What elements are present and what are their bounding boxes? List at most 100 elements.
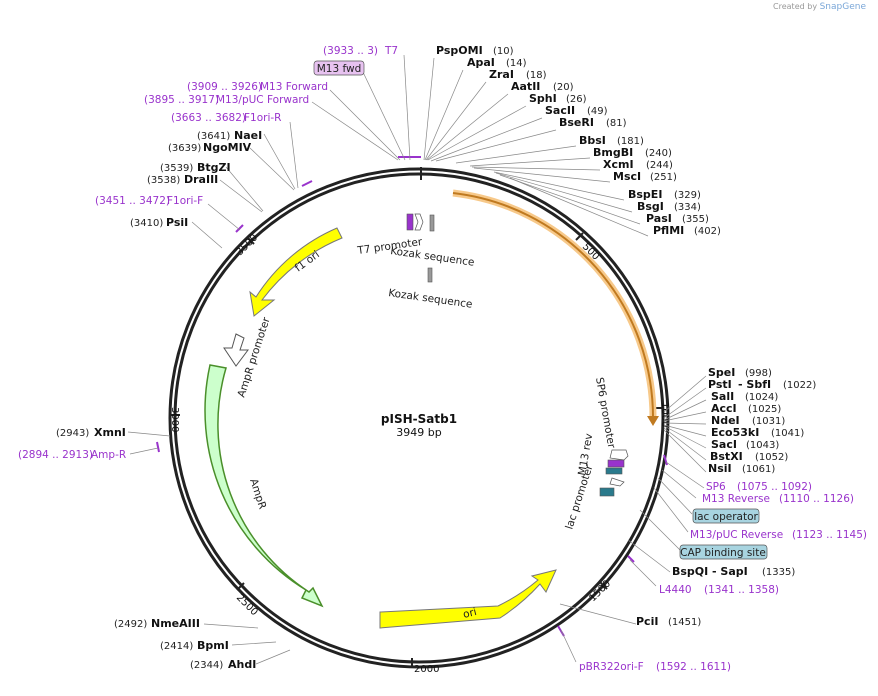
plasmid-name: pISH-Satb1 xyxy=(381,412,457,426)
enzyme-bseri[interactable]: BseRI xyxy=(559,116,594,129)
t7-primer-label[interactable]: T7 xyxy=(384,45,398,57)
f1ori-f-primer-label[interactable]: F1ori-F xyxy=(167,195,203,207)
tick-label-2500: 2500 xyxy=(234,592,260,618)
ampr-feature[interactable] xyxy=(204,364,324,608)
primer-mark-l4440 xyxy=(627,555,635,563)
tick-1500 xyxy=(599,581,608,590)
tick-label-1000: 1000 xyxy=(659,402,670,427)
enzyme-naei-pos: (3641) xyxy=(197,131,230,142)
ampr-promoter-feature[interactable] xyxy=(223,333,249,367)
enzyme-ngomiv-pos: (3639) xyxy=(168,143,201,154)
enzyme-aatii[interactable]: AatII xyxy=(511,80,540,93)
enzyme-bspei-pos: (329) xyxy=(674,190,701,201)
enzyme-aatii-pos: (20) xyxy=(553,82,574,93)
enzyme-psti[interactable]: PstI xyxy=(708,378,732,391)
enzyme-draiii-pos: (3538) xyxy=(147,175,180,186)
enzyme-bspqi-sapi[interactable]: - SapI xyxy=(712,565,748,578)
ampr-label: AmpR xyxy=(247,477,268,511)
m13-puc-forward-label[interactable]: M13/pUC Forward xyxy=(216,94,309,106)
enzyme-saci[interactable]: SacI xyxy=(711,438,737,451)
enzyme-nsii[interactable]: NsiI xyxy=(708,462,732,475)
kozak-block-2[interactable] xyxy=(427,267,433,283)
enzyme-psti-sbfi[interactable]: - SbfI xyxy=(738,378,771,391)
sp6-promoter-label: SP6 promoter xyxy=(593,376,617,449)
enzyme-draiii[interactable]: DraIII xyxy=(184,173,218,186)
f1ori-r-range: (3663 .. 3682) xyxy=(171,112,246,124)
enzyme-pspomi[interactable]: PspOMI xyxy=(436,44,483,57)
enzyme-ahdi[interactable]: AhdI xyxy=(228,658,256,671)
enzyme-ngomiv[interactable]: NgoMIV xyxy=(203,141,252,154)
enzyme-ndei[interactable]: NdeI xyxy=(711,414,740,427)
enzyme-bsgi[interactable]: BsgI xyxy=(637,200,664,213)
enzyme-btgzi[interactable]: BtgZI xyxy=(197,161,231,174)
primer-mark-f1ori-f xyxy=(235,224,244,233)
enzyme-bmgbi[interactable]: BmgBI xyxy=(593,146,633,159)
enzyme-bbsi[interactable]: BbsI xyxy=(579,134,606,147)
enzyme-xcmi[interactable]: XcmI xyxy=(603,158,634,171)
amp-r-range: (2894 .. 2913) xyxy=(18,449,93,461)
enzyme-pspomi-pos: (10) xyxy=(493,46,514,57)
enzyme-bstxi-pos: (1052) xyxy=(755,452,788,463)
enzyme-bspei[interactable]: BspEI xyxy=(628,188,662,201)
m13-puc-reverse-range: (1123 .. 1145) xyxy=(792,529,867,541)
f1ori-f-range: (3451 .. 3472) xyxy=(95,195,170,207)
cap-site-box[interactable] xyxy=(679,544,768,560)
enzyme-zrai-pos: (18) xyxy=(526,70,547,81)
ori-feature[interactable] xyxy=(379,569,557,629)
tick-label-2000: 2000 xyxy=(414,664,439,675)
enzyme-bmgbi-pos: (240) xyxy=(645,148,672,159)
enzyme-sphi-pos: (26) xyxy=(566,94,587,105)
enzyme-bstxi[interactable]: BstXI xyxy=(710,450,743,463)
enzyme-pasi[interactable]: PasI xyxy=(646,212,672,225)
enzyme-apai[interactable]: ApaI xyxy=(467,56,495,69)
primer-mark-sp6 xyxy=(663,454,668,466)
t7-promoter-arrow[interactable] xyxy=(414,213,424,231)
enzyme-pcii[interactable]: PciI xyxy=(636,615,658,628)
enzyme-pflmi[interactable]: PflMI xyxy=(653,224,684,237)
m13-rev-block[interactable] xyxy=(607,459,625,468)
enzyme-sphi[interactable]: SphI xyxy=(529,92,557,105)
lac-promoter-arrow[interactable] xyxy=(609,477,625,487)
enzyme-bspqi[interactable]: BspQI xyxy=(672,565,708,578)
enzyme-naei[interactable]: NaeI xyxy=(234,129,262,142)
cap-site-block[interactable] xyxy=(599,487,615,497)
t7-promoter-block[interactable] xyxy=(406,213,414,231)
enzyme-sacii-pos: (49) xyxy=(587,106,608,117)
cap-site-label: CAP binding site xyxy=(680,547,766,559)
lac-operator-label: lac operator xyxy=(694,511,758,523)
m13-forward-label[interactable]: M13 Forward xyxy=(260,81,328,93)
f1ori-r-primer-label[interactable]: F1ori-R xyxy=(244,112,281,124)
enzyme-psii[interactable]: PsiI xyxy=(166,216,188,229)
enzyme-eco53ki[interactable]: Eco53kI xyxy=(711,426,759,439)
enzyme-msci[interactable]: MscI xyxy=(613,170,641,183)
l4440-primer-label[interactable]: L4440 xyxy=(659,584,692,596)
lac-operator-block[interactable] xyxy=(605,467,623,475)
enzyme-sali[interactable]: SalI xyxy=(711,390,734,403)
enzyme-zrai[interactable]: ZraI xyxy=(489,68,514,81)
enzyme-nmeaiii[interactable]: NmeAIII xyxy=(151,617,200,630)
sp6-promoter-arrow[interactable] xyxy=(609,449,629,461)
pbr322ori-f-label[interactable]: pBR322ori-F xyxy=(579,661,644,673)
enzyme-xcmi-pos: (244) xyxy=(646,160,673,171)
tick-2500 xyxy=(236,582,245,591)
enzyme-xmni[interactable]: XmnI xyxy=(94,426,126,439)
m13-fwd-box[interactable] xyxy=(313,60,365,76)
enzyme-nsii-pos: (1061) xyxy=(742,464,775,475)
insert-arrowhead xyxy=(647,416,659,426)
enzyme-spei-pos: (998) xyxy=(745,368,772,379)
primer-mark-amp-r xyxy=(156,441,160,453)
enzyme-spei[interactable]: SpeI xyxy=(708,366,735,379)
lac-operator-box[interactable] xyxy=(692,508,760,524)
f1-ori-feature[interactable] xyxy=(249,227,343,317)
t7-range: (3933 .. 3) xyxy=(323,45,378,57)
amp-r-primer-label[interactable]: Amp-R xyxy=(91,449,126,461)
kozak-block-1[interactable] xyxy=(429,214,435,232)
m13-reverse-label[interactable]: M13 Reverse xyxy=(702,493,770,505)
m13-puc-reverse-label[interactable]: M13/pUC Reverse xyxy=(690,529,783,541)
enzyme-acci[interactable]: AccI xyxy=(711,402,737,415)
enzyme-bpmi[interactable]: BpmI xyxy=(197,639,229,652)
sp6-primer-label[interactable]: SP6 xyxy=(706,481,726,493)
tick-3500 xyxy=(246,236,255,245)
enzyme-sacii[interactable]: SacII xyxy=(545,104,575,117)
